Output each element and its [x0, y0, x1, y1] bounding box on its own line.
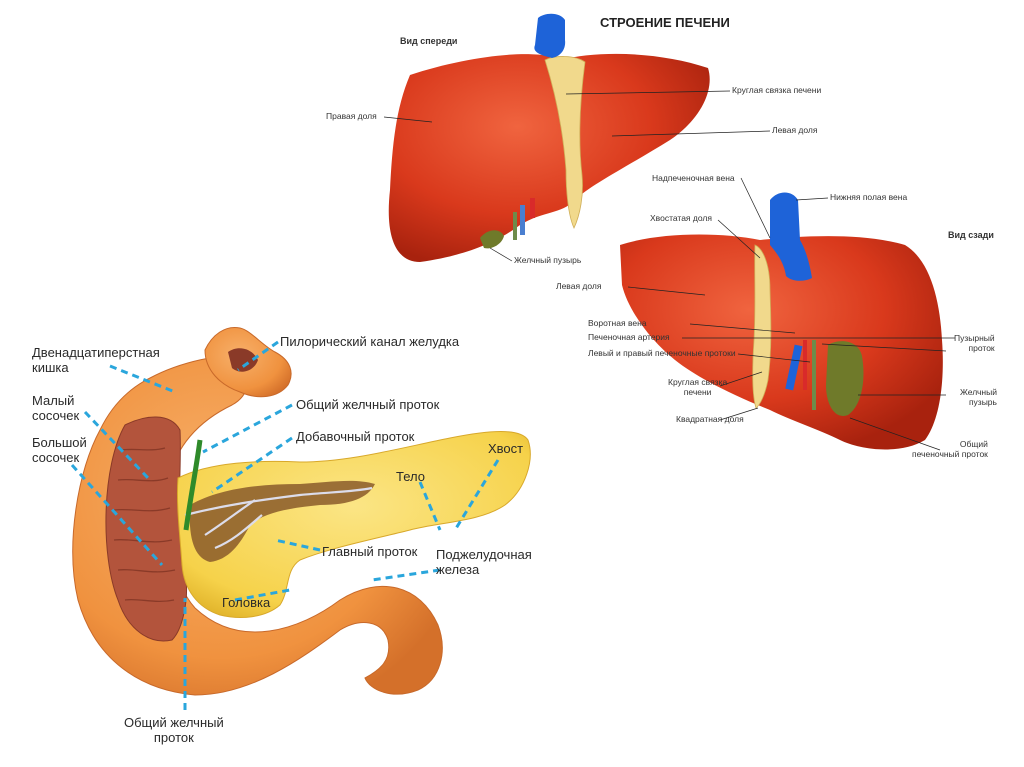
- liver-front-view: [388, 13, 710, 262]
- lumen-folds: [113, 447, 176, 603]
- label-main-duct: Главный проток: [322, 544, 418, 559]
- label-body: Тело: [396, 469, 425, 484]
- duct-back: [812, 340, 816, 410]
- label-minor-papilla: Малый сосочек: [32, 393, 80, 423]
- pancreas-leader-lines: [70, 340, 500, 710]
- label-hepatic-vein: Надпеченочная вена: [652, 173, 735, 183]
- liver-leader-lines: [383, 90, 955, 451]
- vena-front: [534, 13, 566, 59]
- label-major-papilla: Большой сосочек: [32, 435, 87, 465]
- label-cystic-duct: Пузырный проток: [954, 333, 995, 353]
- duodenum-lumen: [105, 416, 188, 642]
- gallbladder-back: [826, 341, 864, 416]
- label-common-bile-duct-bottom: Общий желчный проток: [124, 715, 224, 745]
- label-caudate-lobe: Хвостатая доля: [650, 213, 712, 223]
- label-round-ligament-back: Круглая связка печени: [668, 377, 728, 397]
- duodenum-pancreas-illustration: [72, 326, 531, 696]
- label-left-lobe-front: Левая доля: [772, 125, 818, 135]
- label-round-ligament-front: Круглая связка печени: [732, 85, 822, 95]
- label-accessory-duct: Добавочный проток: [296, 429, 415, 444]
- ivc-back: [770, 192, 812, 281]
- label-left-lobe-back: Левая доля: [556, 281, 602, 291]
- label-hepatic-ducts: Левый и правый печеночные протоки: [588, 348, 736, 358]
- label-gallbladder-back: Желчный пузырь: [960, 387, 997, 407]
- green-bile-duct: [183, 439, 203, 531]
- duct-front-1: [513, 212, 517, 240]
- label-head: Головка: [222, 595, 271, 610]
- artery-back: [803, 340, 807, 390]
- label-tail: Хвост: [488, 441, 524, 456]
- label-ivc: Нижняя полая вена: [830, 192, 908, 202]
- label-duodenum: Двенадцатиперстная кишка: [32, 345, 160, 375]
- label-gallbladder-front: Желчный пузырь: [514, 255, 582, 265]
- artery-front-1: [530, 198, 535, 218]
- label-quadrate-lobe: Квадратная доля: [676, 414, 744, 424]
- back-view-caption: Вид сзади: [948, 230, 994, 240]
- label-pancreas-gland: Поджелудочная железа: [436, 547, 532, 577]
- round-ligament-front: [544, 56, 586, 229]
- gallbladder-front: [480, 230, 504, 249]
- label-common-hepatic-duct: Общий печеночный проток: [912, 439, 988, 459]
- label-portal-vein: Воротная вена: [588, 318, 647, 328]
- liver-structure-title: СТРОЕНИЕ ПЕЧЕНИ: [600, 15, 730, 30]
- label-right-lobe: Правая доля: [326, 111, 377, 121]
- label-common-bile-duct-top: Общий желчный проток: [296, 397, 440, 412]
- pancreas-duct-area: [189, 480, 375, 562]
- front-view-caption: Вид спереди: [400, 36, 458, 46]
- liver-front-shape: [388, 53, 710, 262]
- caudate-area: [752, 244, 772, 409]
- pylorus-opening: [228, 348, 258, 372]
- pancreas-shape: [176, 431, 531, 619]
- pancreatic-ducts: [184, 486, 373, 550]
- vein-front-1: [520, 205, 525, 235]
- portal-vein-back: [785, 344, 803, 391]
- label-hepatic-artery: Печеночная артерия: [588, 332, 670, 342]
- liver-back-shape: [620, 234, 943, 450]
- label-pyloric-canal: Пилорический канал желудка: [280, 334, 460, 349]
- liver-back-view: [620, 192, 943, 450]
